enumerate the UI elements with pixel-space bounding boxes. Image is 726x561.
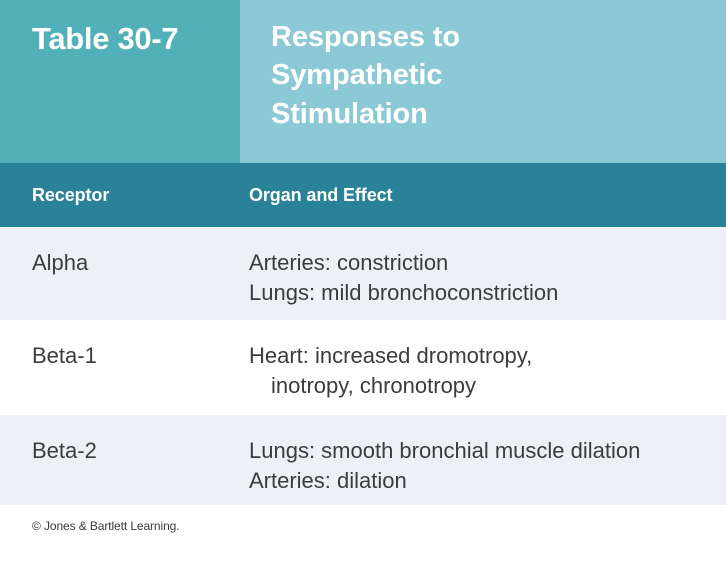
copyright-credit: © Jones & Bartlett Learning. xyxy=(32,519,180,533)
cell-receptor: Alpha xyxy=(32,250,89,275)
table-footer: © Jones & Bartlett Learning. xyxy=(0,505,726,561)
table-title-line-2: Sympathetic xyxy=(271,59,443,92)
cell-organ-and-effect: Lungs: smooth bronchial muscle dilation … xyxy=(240,415,726,497)
effect-line: inotropy, chronotropy xyxy=(271,373,477,399)
cell-organ-and-effect: Arteries: constriction Lungs: mild bronc… xyxy=(240,227,726,309)
cell-receptor: Beta-2 xyxy=(32,438,97,463)
effect-line: Lungs: smooth bronchial muscle dilation xyxy=(249,438,641,463)
table-title-line-3: Stimulation xyxy=(271,97,428,130)
table-title: Responses to Sympathetic Stimulation xyxy=(271,18,706,133)
cell-receptor: Beta-1 xyxy=(32,343,97,368)
table-title-line-1: Responses to xyxy=(271,21,460,53)
column-header-receptor: Receptor xyxy=(32,184,110,205)
table-row: Beta-2 Lungs: smooth bronchial muscle di… xyxy=(0,415,726,505)
table-row: Beta-1 Heart: increased dromotropy, inot… xyxy=(0,320,726,415)
table-title-block: Responses to Sympathetic Stimulation xyxy=(240,0,726,163)
column-header-organ-and-effect: Organ and Effect xyxy=(249,184,393,205)
effect-line: Arteries: constriction xyxy=(249,250,449,275)
table-title-band: Table 30-7 Responses to Sympathetic Stim… xyxy=(0,0,726,163)
cell-organ-and-effect: Heart: increased dromotropy, inotropy, c… xyxy=(240,320,726,402)
table-column-header-row: Receptor Organ and Effect xyxy=(0,163,726,227)
effect-line: Arteries: dilation xyxy=(249,468,407,494)
effect-line: Lungs: mild bronchoconstriction xyxy=(249,280,559,306)
table-number: Table 30-7 xyxy=(32,21,179,56)
effect-line: Heart: increased dromotropy, xyxy=(249,343,533,368)
table-number-block: Table 30-7 xyxy=(0,0,240,163)
table-row: Alpha Arteries: constriction Lungs: mild… xyxy=(0,227,726,320)
